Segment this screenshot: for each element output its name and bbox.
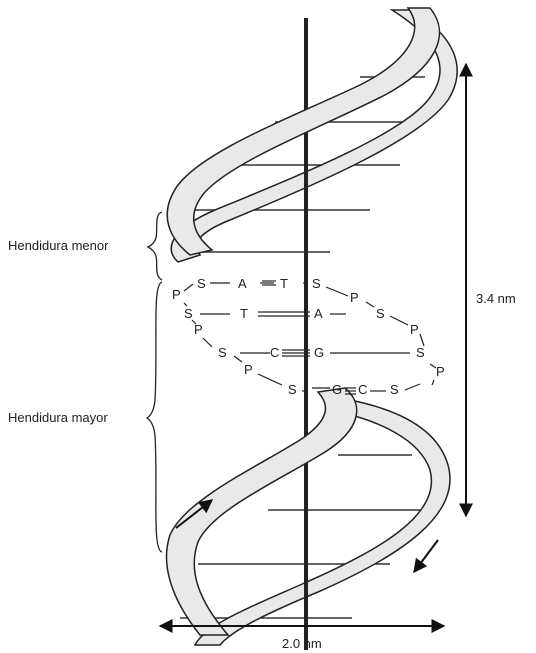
hydrogen-bonds [258,281,410,394]
sugar-label: S [197,276,206,291]
sugar-label: S [218,345,227,360]
base-label: A [314,306,323,321]
front-strand-lower [167,388,357,635]
base-label: A [238,276,247,291]
sugar-label: S [184,306,193,321]
major-groove-label: Hendidura mayor [8,410,108,425]
width-label: 2.0 nm [282,636,322,651]
sugar-label: S [376,306,385,321]
minor-groove-label: Hendidura menor [8,238,109,253]
base-label: T [280,276,288,291]
sugar-label: S [416,345,425,360]
sugar-label: S [288,382,297,397]
phosphate-label: P [436,364,445,379]
minor-groove-brace [148,212,162,280]
major-groove-brace [147,282,162,552]
phosphate-label: P [244,362,253,377]
phosphate-label: P [350,290,359,305]
base-label: C [358,382,367,397]
nucleotide-labels: S A T S S T A S S C G S S G C S P P P P … [172,276,445,397]
base-label: T [240,306,248,321]
phosphate-label: P [410,322,419,337]
base-label: C [270,345,279,360]
base-label: G [314,345,324,360]
base-label: G [332,382,342,397]
phosphate-label: P [194,322,203,337]
backbone-links [184,283,436,391]
strand-direction-down-arrow [414,540,438,572]
pitch-label: 3.4 nm [476,291,516,306]
sugar-label: S [390,382,399,397]
sugar-label: S [312,276,321,291]
phosphate-label: P [172,287,181,302]
